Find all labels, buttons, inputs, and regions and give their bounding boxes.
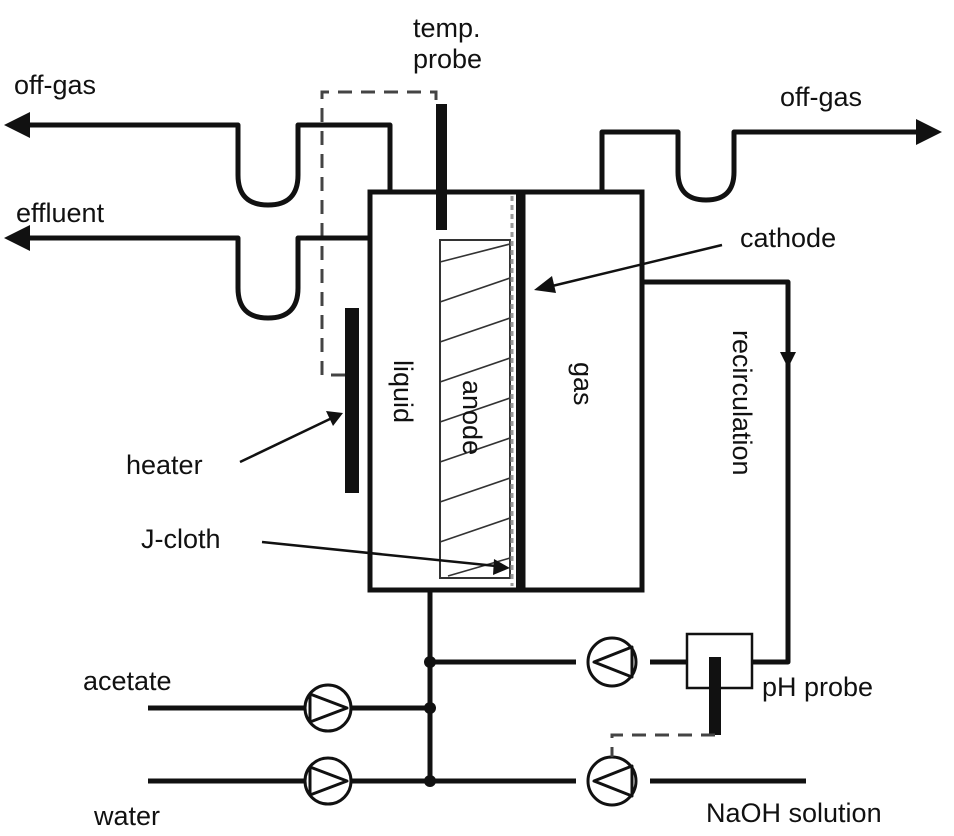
acetate-label: acetate: [83, 666, 172, 696]
pump-icon: [303, 683, 353, 733]
jcloth-label: J-cloth: [141, 524, 221, 554]
temp-probe-rod: [436, 104, 447, 230]
water-label: water: [93, 801, 160, 831]
gas-chamber: [520, 189, 645, 593]
arrow-head-icon: [916, 119, 942, 145]
gas-label: gas: [568, 362, 598, 406]
pump-icon: [303, 756, 353, 806]
effluent-label: effluent: [16, 198, 105, 228]
pump-icon: [586, 636, 638, 688]
temp-control-dashed-line: [320, 90, 438, 377]
anode-label: anode: [457, 380, 487, 455]
temp-probe-label-line2: probe: [413, 44, 482, 74]
recirculation-label: recirculation: [727, 330, 757, 476]
reactor-vessel: [345, 104, 645, 593]
temp-probe-label-line1: temp.: [413, 13, 481, 43]
offgas-right-label: off-gas: [780, 82, 862, 112]
arrow-head-icon: [4, 112, 30, 138]
label-pointers: [239, 243, 723, 575]
offgas-right-line: [599, 119, 942, 203]
pump-icon: [586, 755, 638, 807]
recirculation-loop: [430, 279, 796, 665]
cathode-label: cathode: [740, 223, 836, 253]
effluent-line: [4, 225, 370, 321]
liquid-label: liquid: [388, 360, 418, 423]
arrow-head-icon: [4, 225, 30, 251]
offgas-left-line: [4, 112, 393, 208]
heater-label: heater: [126, 450, 203, 480]
cathode-electrode: [516, 194, 523, 588]
ph-probe-unit: [610, 632, 754, 757]
offgas-left-label: off-gas: [14, 70, 96, 100]
flow-direction-icon: [780, 352, 796, 368]
heater-element: [345, 308, 359, 493]
anode-hatching: [439, 243, 511, 577]
naoh-label: NaOH solution: [706, 798, 882, 828]
feed-manifold: [148, 590, 806, 787]
ph-probe-label: pH probe: [762, 672, 873, 702]
